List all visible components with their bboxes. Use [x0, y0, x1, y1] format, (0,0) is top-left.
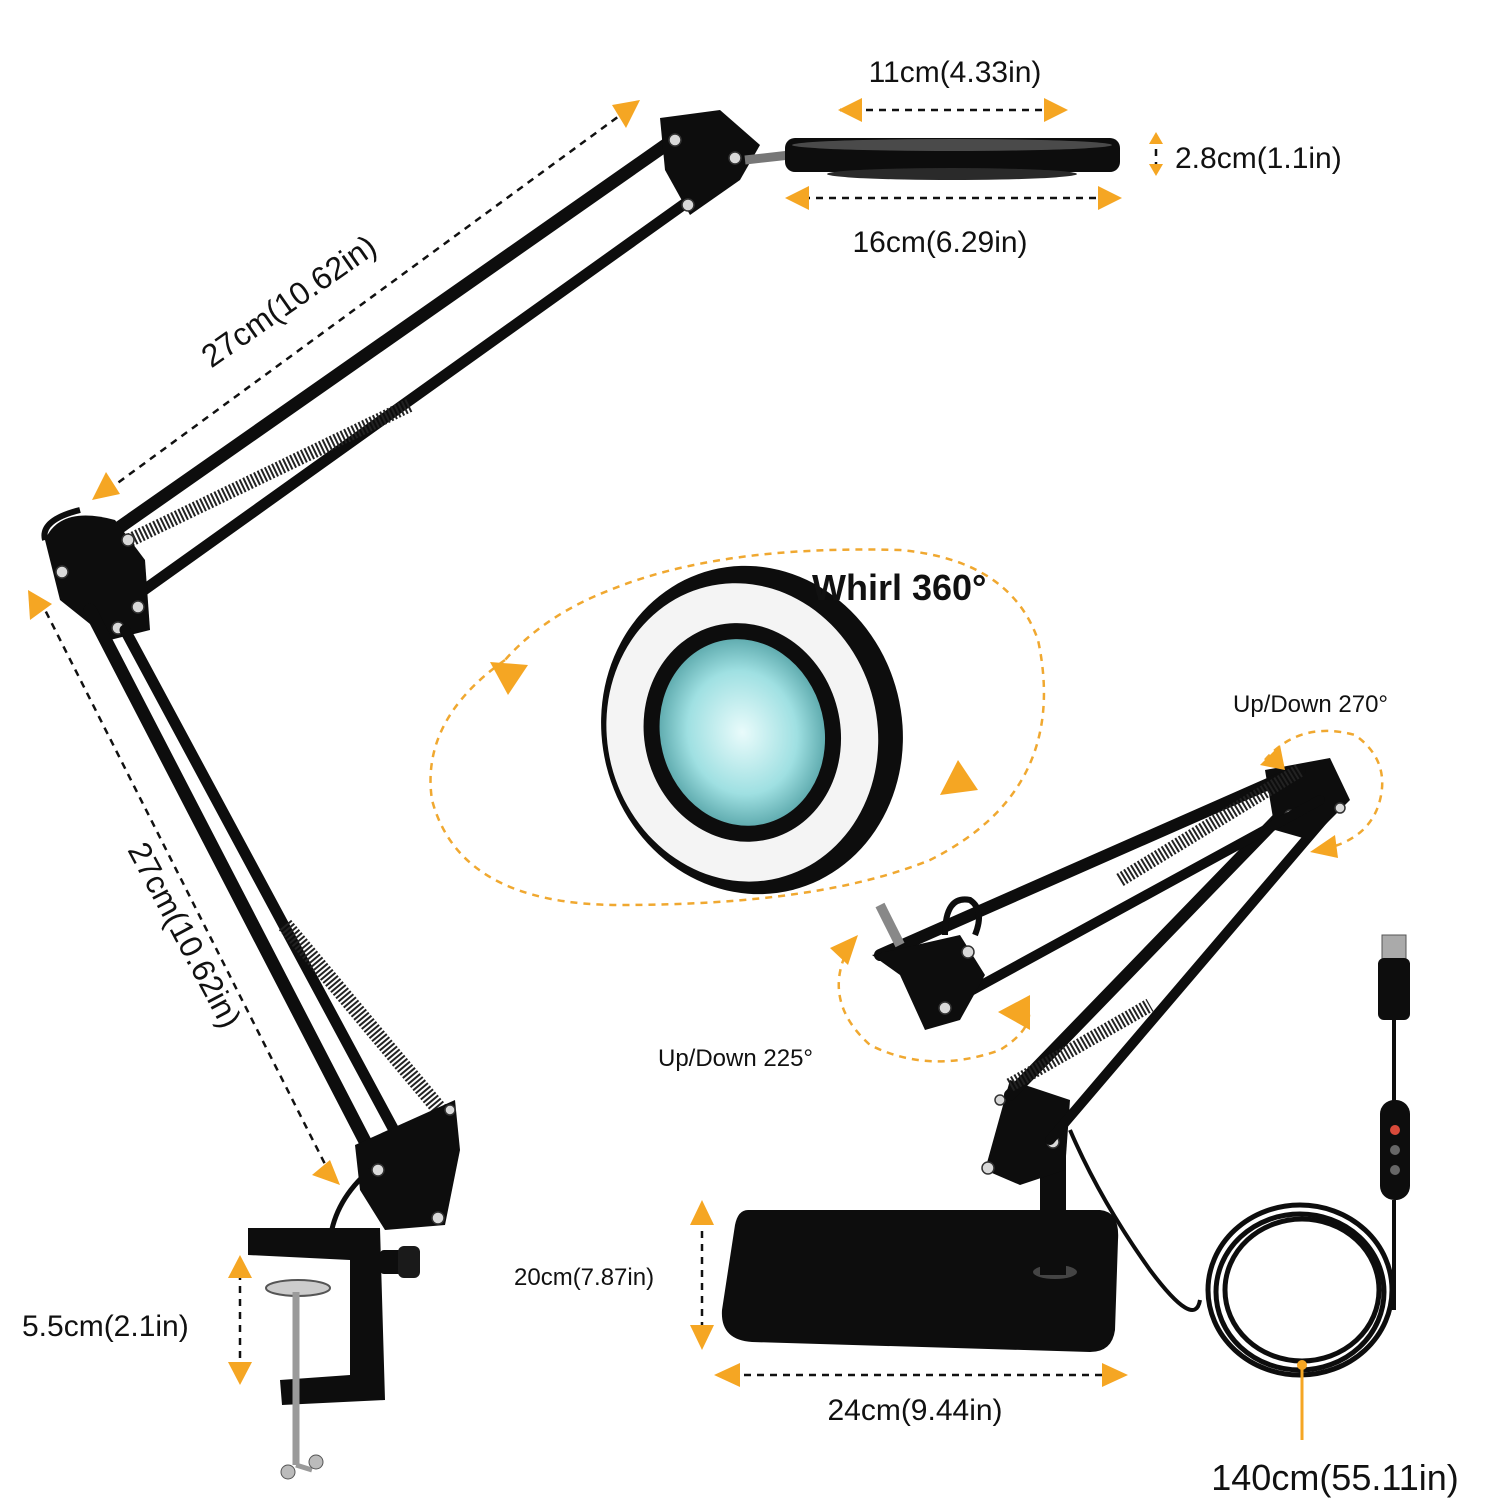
arrow-icon	[690, 1200, 714, 1225]
arrow-icon	[228, 1255, 252, 1278]
arrow-icon	[228, 1362, 252, 1385]
arrow-icon	[1044, 98, 1068, 122]
coiled-cable	[1205, 1202, 1395, 1378]
arrow-icon	[28, 590, 52, 620]
arrow-icon	[1102, 1363, 1128, 1387]
upper-arm-rod	[73, 128, 687, 562]
arrow-icon	[1149, 132, 1163, 144]
head-connector	[744, 150, 791, 165]
head-tilt-label: Up/Down 225°	[658, 1045, 813, 1072]
desk-clamp	[248, 1228, 385, 1405]
whirl-label: Whirl 360°	[812, 567, 986, 608]
cable-length-label: 140cm(55.11in)	[1211, 1457, 1458, 1498]
clamp-height-label: 5.5cm(2.1in)	[22, 1310, 189, 1343]
arrow-icon	[312, 1160, 340, 1185]
arrow-icon	[830, 935, 858, 965]
stand-upper-arm	[940, 795, 1325, 1010]
arrow-icon	[1310, 835, 1338, 858]
lamp-base	[721, 1210, 1119, 1352]
lower-joint	[355, 1100, 460, 1230]
arrow-icon	[1098, 186, 1122, 210]
clamp-lamp	[41, 110, 1120, 1480]
head-inner-diameter-label: 11cm(4.33in)	[869, 56, 1042, 89]
base-width-label: 24cm(9.44in)	[827, 1394, 1002, 1427]
head-tilt-orbit	[837, 944, 1031, 1063]
magnifier-head-front	[601, 565, 903, 895]
dimension-lines	[38, 106, 1307, 1440]
arrow-icon	[1149, 164, 1163, 176]
lower-spring	[278, 919, 447, 1116]
lower-arm-rod	[119, 624, 416, 1166]
elbow-joint	[45, 515, 150, 640]
stand-lamp	[601, 565, 1410, 1378]
magnifier-head-side	[785, 138, 1120, 180]
arrow-icon	[838, 98, 862, 122]
stand-lower-arm	[1045, 795, 1345, 1145]
arm-tilt-orbit	[1264, 729, 1384, 852]
magnifier-lens	[659, 639, 826, 826]
head-outer-diameter-label: 16cm(6.29in)	[852, 226, 1027, 259]
arrow-icon	[1260, 745, 1285, 770]
arrow-icon	[92, 472, 120, 500]
whirl-orbit	[429, 548, 1046, 907]
arrow-icon	[690, 1325, 714, 1350]
arrow-icon	[940, 760, 978, 795]
arrow-icon	[785, 186, 809, 210]
head-height-label: 2.8cm(1.1in)	[1175, 142, 1342, 175]
rotation-orbits	[429, 548, 1384, 1063]
arrow-icon	[714, 1363, 740, 1387]
upper-arm-length-label: 27cm(10.62in)	[195, 228, 383, 375]
upper-arm-rod	[124, 194, 696, 606]
labels: 11cm(4.33in) 2.8cm(1.1in) 16cm(6.29in) 2…	[22, 56, 1459, 1498]
arrow-icon	[998, 995, 1030, 1030]
arrow-icon	[490, 662, 528, 695]
arrow-icon	[612, 100, 640, 128]
lower-arm-rod	[83, 603, 392, 1187]
stand-upper-arm	[874, 764, 1306, 961]
arrow-heads	[28, 98, 1338, 1387]
upper-joint	[660, 110, 760, 215]
usb-plug	[1381, 934, 1407, 960]
arm-tilt-label: Up/Down 270°	[1233, 691, 1388, 718]
base-depth-label: 20cm(7.87in)	[514, 1264, 654, 1291]
